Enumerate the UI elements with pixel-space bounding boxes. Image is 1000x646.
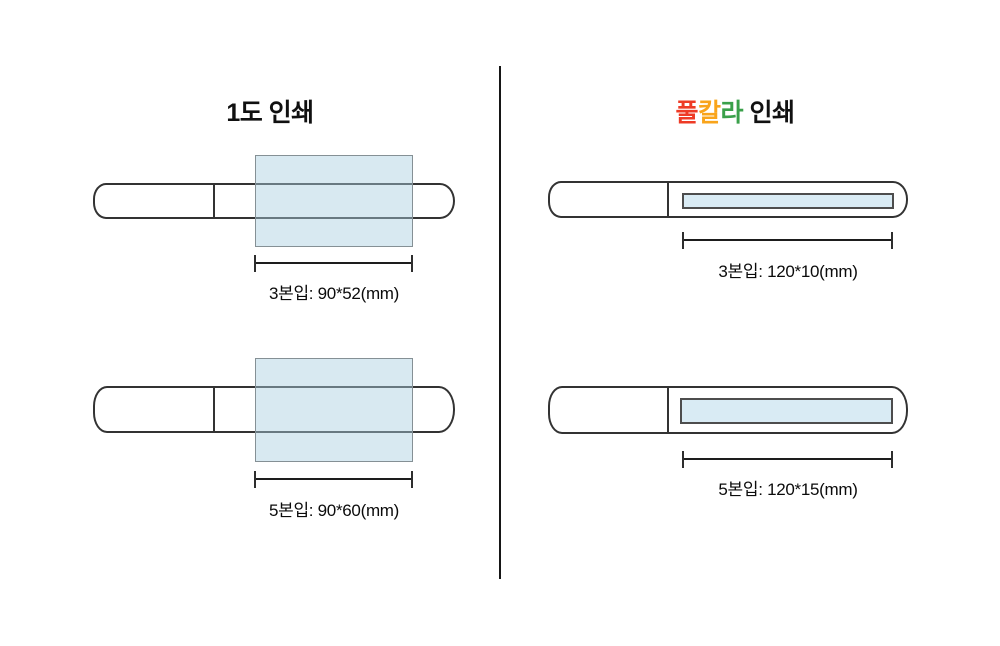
dimension-label: 5본입: 90*60(mm) — [268, 501, 400, 520]
pen-cap-divider-line — [667, 183, 669, 216]
pen-body — [93, 183, 455, 219]
section-divider — [499, 66, 501, 579]
print-area-overlay — [255, 155, 413, 247]
dimension-tick-right — [411, 471, 413, 488]
dimension-tick-left — [254, 255, 256, 272]
dimension-label: 5본입: 120*15(mm) — [718, 480, 858, 499]
left-section-title: 1도 인쇄 — [226, 98, 314, 127]
print-area-overlay — [255, 358, 413, 462]
dimension-label: 3본입: 120*10(mm) — [718, 262, 858, 281]
dimension-line — [255, 478, 413, 480]
dimension-tick-left — [682, 232, 684, 249]
right-section-title: 풀칼라 인쇄 — [585, 97, 885, 129]
title-char-pul: 풀 — [675, 98, 699, 127]
dimension-tick-left — [254, 471, 256, 488]
dimension-line — [683, 458, 893, 460]
dimension-label: 3본입: 90*52(mm) — [268, 284, 400, 303]
title-suffix: 인쇄 — [743, 98, 795, 127]
dimension-tick-right — [411, 255, 413, 272]
title-char-la: 라 — [720, 98, 744, 127]
dimension-tick-right — [891, 232, 893, 249]
pen-cap-divider-line — [667, 388, 669, 432]
title-char-kal: 칼 — [698, 98, 721, 127]
dimension-tick-left — [682, 451, 684, 468]
dimension-line — [683, 239, 893, 241]
pen-cap-divider-line — [213, 185, 215, 217]
dimension-tick-right — [891, 451, 893, 468]
pen-body — [93, 386, 455, 433]
print-area-strip — [682, 193, 894, 209]
pen-cap-divider-line — [213, 388, 215, 431]
dimension-line — [255, 262, 413, 264]
print-area-strip — [680, 398, 893, 424]
